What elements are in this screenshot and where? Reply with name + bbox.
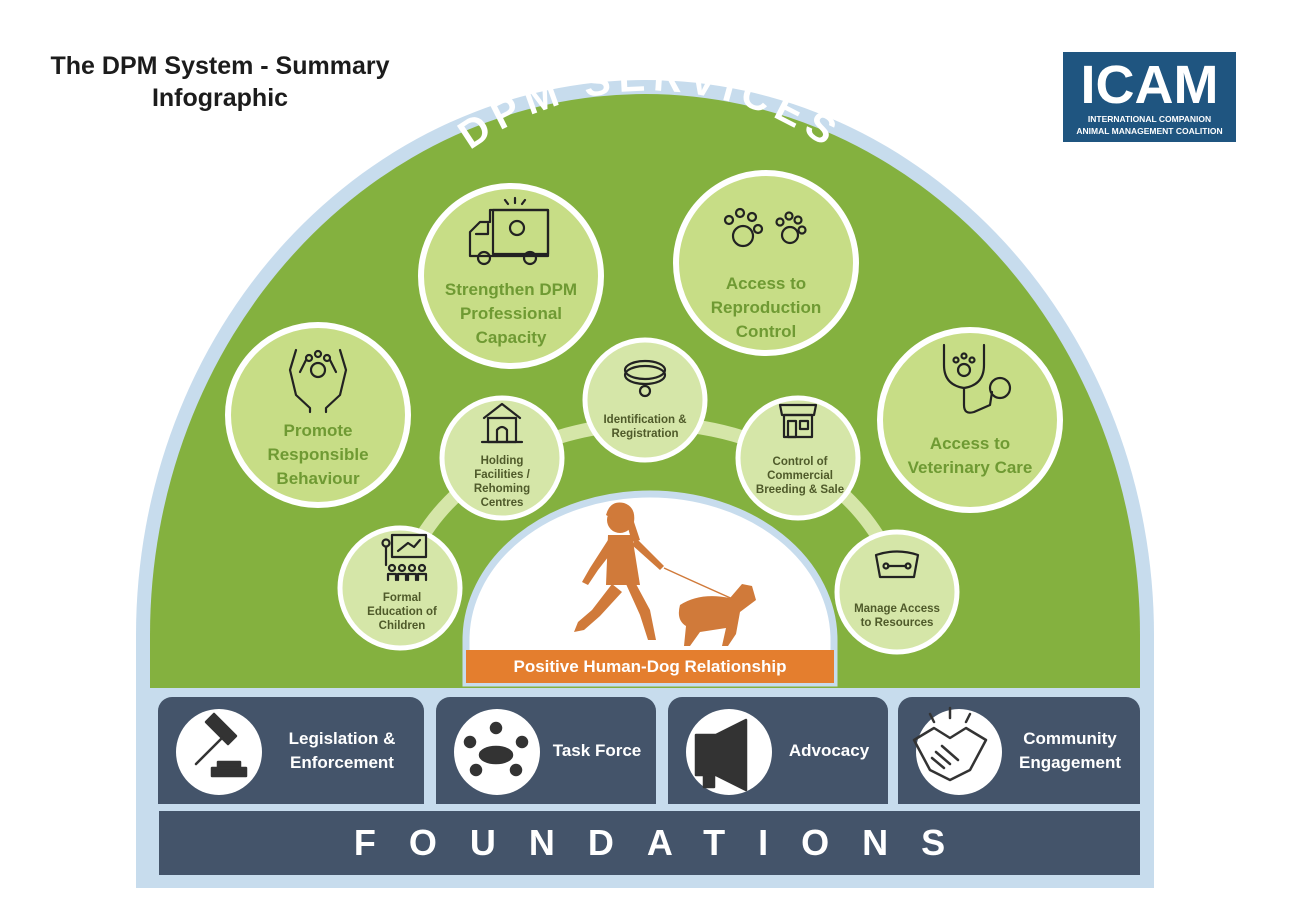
- pillar-label-taskforce: Task Force: [552, 740, 642, 760]
- animal-rescue-truck-icon: [468, 196, 550, 266]
- inner-circle-commercial: [735, 395, 861, 521]
- megaphone-icon: [694, 718, 748, 792]
- inner-circle-identification: [582, 337, 708, 463]
- service-label-veterinary: Access to Veterinary Care: [907, 434, 1033, 477]
- kennel-icon: [480, 402, 524, 444]
- inner-label-identification: Identification & Registration: [603, 414, 687, 440]
- service-label-reproduction: Access to Reproduction Control: [710, 274, 822, 341]
- inner-label-holding: Holding Facilities / Rehoming Centres: [473, 455, 531, 509]
- stethoscope-paw-icon: [942, 343, 1012, 414]
- page-title: The DPM System - Summary Infographic: [50, 52, 390, 112]
- hands-holding-paw-icon: [288, 348, 348, 414]
- inner-circle-education: [337, 525, 463, 651]
- logo-subtitle-line1: INTERNATIONAL COMPANION: [1087, 114, 1212, 124]
- inner-circle-resources: [834, 529, 960, 655]
- service-circle-reproduction: [673, 170, 859, 356]
- center-label: Positive Human-Dog Relationship: [466, 650, 834, 683]
- inner-label-resources: Manage Access to Resources: [854, 603, 940, 629]
- shop-icon: [778, 403, 818, 439]
- inner-circle-holding: [439, 395, 565, 521]
- pillar-label-legislation: Legislation & Enforcement: [288, 728, 396, 772]
- service-circle-veterinary: [877, 327, 1063, 513]
- service-label-responsible: Promote Responsible Behaviour: [267, 421, 369, 488]
- handshake-icon: [912, 706, 988, 782]
- inner-label-education: Formal Education of Children: [367, 592, 437, 632]
- pillar-legislation: Legislation & Enforcement: [158, 697, 424, 804]
- classroom-icon: [381, 533, 428, 582]
- meeting-table-icon: [463, 721, 529, 777]
- icam-logo: ICAM INTERNATIONAL COMPANION ANIMAL MANA…: [1063, 52, 1236, 142]
- dog-food-bowl-icon: [874, 550, 920, 579]
- service-circle-strengthen: [418, 183, 604, 369]
- pillar-disc: [916, 709, 1002, 795]
- paw-prints-icon: [723, 207, 807, 248]
- center-dome: [462, 490, 838, 687]
- pillar-taskforce: Task Force: [436, 697, 656, 804]
- logo-name: ICAM: [1080, 55, 1219, 115]
- pillar-label-community: Community Engagement: [1018, 728, 1122, 772]
- pillar-community: Community Engagement: [898, 697, 1140, 804]
- dog-collar-icon: [623, 359, 667, 398]
- foundations-bar: FOUNDATIONS: [159, 811, 1140, 875]
- inner-label-commercial: Control of Commercial Breeding & Sale: [755, 456, 845, 496]
- service-label-strengthen: Strengthen DPM Professional Capacity: [444, 280, 578, 347]
- gavel-icon: [194, 712, 248, 778]
- dog-leash: [663, 567, 736, 601]
- woman-walking-dog-illustration: [574, 502, 756, 646]
- service-circle-responsible: [225, 322, 411, 508]
- logo-subtitle-line2: ANIMAL MANAGEMENT COALITION: [1076, 126, 1223, 136]
- pillar-label-advocacy: Advocacy: [788, 740, 870, 760]
